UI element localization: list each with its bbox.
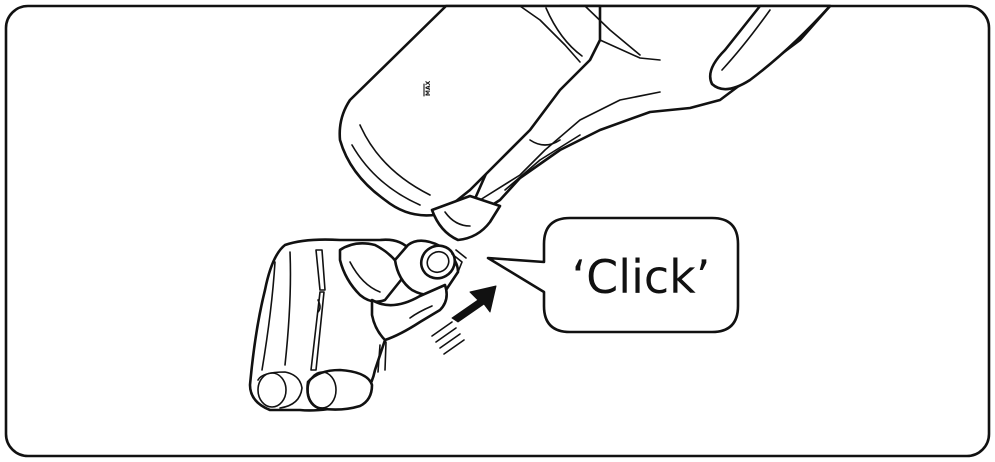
insert-direction-arrow: [431, 285, 497, 355]
brush-attachment: [248, 238, 467, 412]
max-level-mark: MAX: [425, 80, 432, 96]
vacuum-body: MAX: [338, 4, 832, 242]
click-callout: ‘Click’: [486, 216, 740, 334]
click-callout-text: ‘Click’: [572, 250, 711, 304]
